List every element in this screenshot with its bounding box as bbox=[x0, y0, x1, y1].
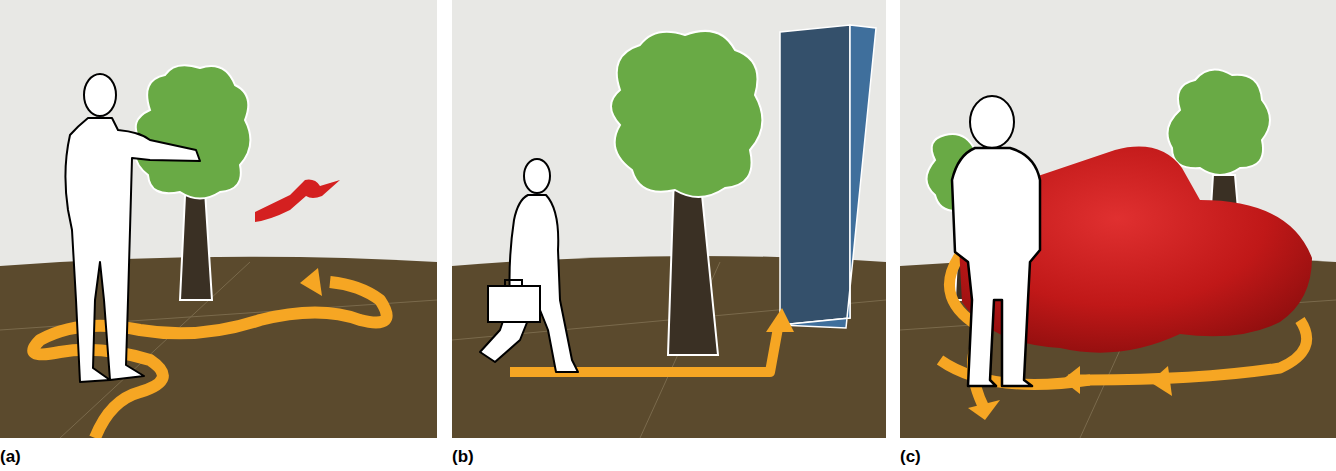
backdrop bbox=[0, 0, 437, 438]
backdrop bbox=[900, 0, 1336, 438]
walking-person bbox=[480, 195, 578, 372]
briefcase-handle bbox=[505, 280, 522, 286]
red-bird bbox=[255, 180, 340, 222]
person-head bbox=[970, 96, 1014, 148]
panel-label: (b) bbox=[452, 447, 474, 467]
briefcase bbox=[488, 286, 540, 322]
path-arrowhead bbox=[300, 268, 322, 296]
panel-a bbox=[0, 0, 437, 438]
standing-person bbox=[952, 148, 1040, 386]
tree-trunk bbox=[668, 175, 718, 355]
path-arrowhead bbox=[1150, 366, 1172, 396]
tree-crown bbox=[1168, 70, 1271, 175]
panel-c bbox=[900, 0, 1336, 438]
tree-crown bbox=[611, 31, 762, 197]
panel-label: (a) bbox=[0, 447, 21, 467]
backdrop bbox=[452, 0, 886, 438]
path-arrowhead bbox=[1062, 366, 1080, 394]
blue-slab-side bbox=[780, 25, 876, 328]
floor-grid bbox=[0, 262, 437, 438]
path-arrowhead bbox=[766, 308, 794, 332]
blue-slab bbox=[780, 25, 850, 325]
panel-label: (c) bbox=[900, 447, 921, 467]
panel-b bbox=[452, 0, 886, 438]
person-head bbox=[524, 159, 550, 193]
tree-crown bbox=[136, 65, 251, 198]
pointing-person bbox=[65, 118, 200, 382]
person-head bbox=[84, 74, 116, 116]
floor bbox=[0, 257, 437, 438]
